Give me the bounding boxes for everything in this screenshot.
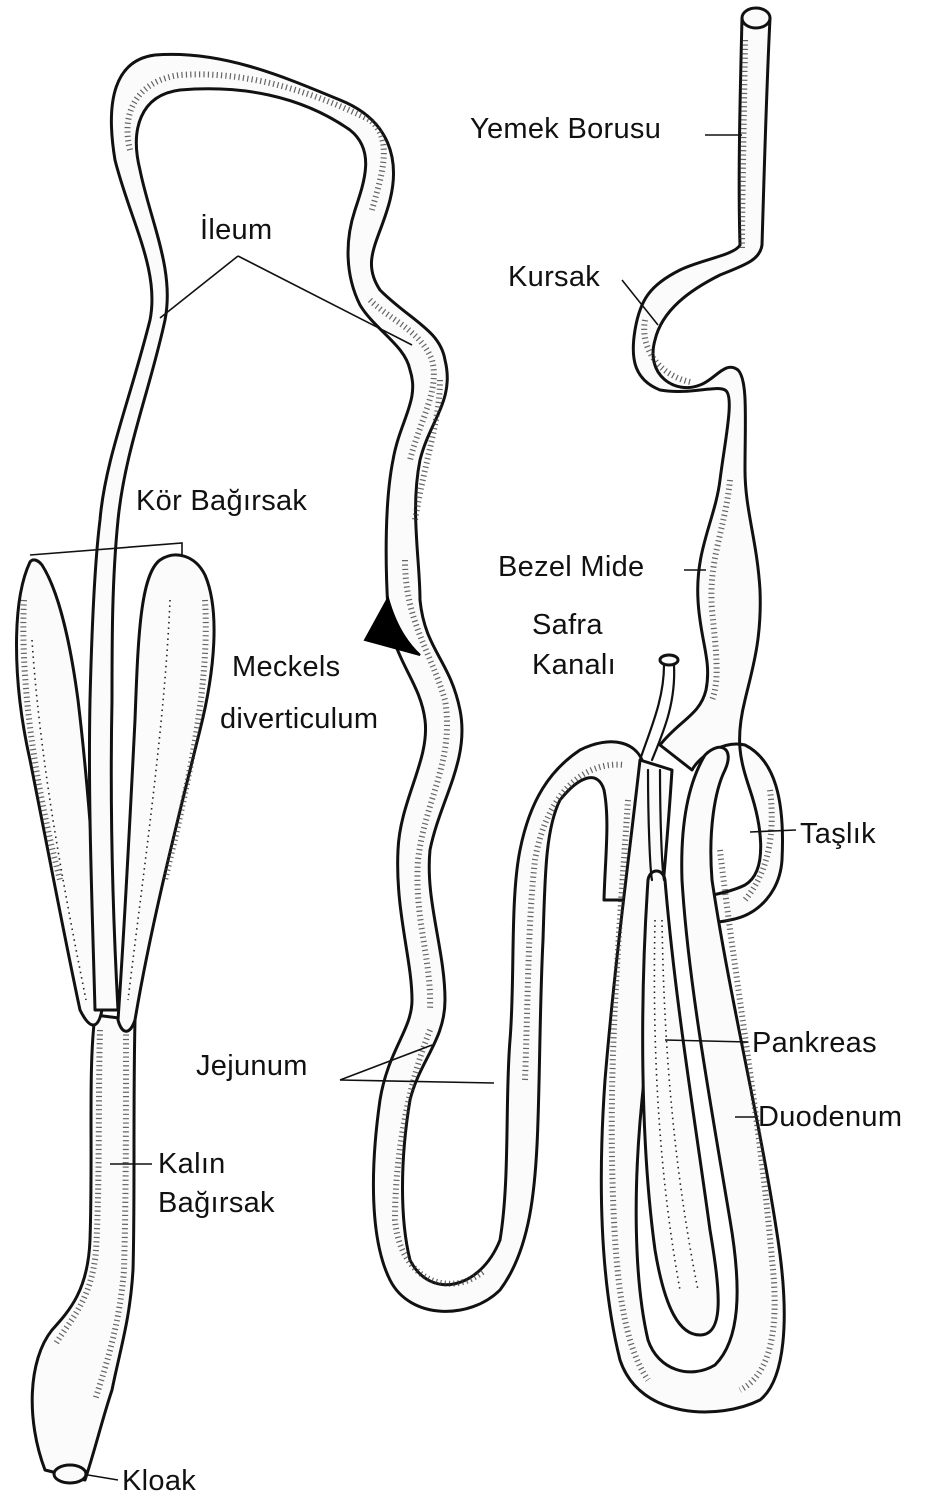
label-safra-line1: Safra	[532, 606, 603, 644]
label-kalin-line2: Bağırsak	[158, 1184, 275, 1222]
duodenum-loop	[601, 747, 784, 1412]
caecum-right	[118, 555, 214, 1031]
label-ileum: İleum	[200, 211, 272, 249]
label-jejunum: Jejunum	[196, 1047, 308, 1085]
large-intestine	[32, 1015, 135, 1483]
label-duodenum: Duodenum	[758, 1098, 902, 1136]
cloaca-opening	[54, 1465, 86, 1483]
bile-duct-end	[660, 655, 678, 665]
label-kloak: Kloak	[122, 1462, 196, 1500]
label-kor-bagirsak: Kör Bağırsak	[136, 482, 307, 520]
leader-ileum-left	[160, 256, 238, 318]
label-pankreas: Pankreas	[752, 1024, 877, 1062]
label-meckels-line2: diverticulum	[220, 700, 378, 738]
label-kalin-line1: Kalın	[158, 1145, 226, 1183]
leader-kloak	[88, 1475, 118, 1480]
label-taslik: Taşlık	[800, 815, 876, 853]
label-kursak: Kursak	[508, 258, 600, 296]
label-safra-line2: Kanalı	[532, 646, 616, 684]
esophagus-opening	[742, 8, 770, 28]
label-yemek-borusu: Yemek Borusu	[470, 110, 661, 148]
leader-taslik	[750, 830, 796, 832]
label-bezel-mide: Bezel Mide	[498, 548, 644, 586]
label-meckels-line1: Meckels	[232, 648, 340, 686]
